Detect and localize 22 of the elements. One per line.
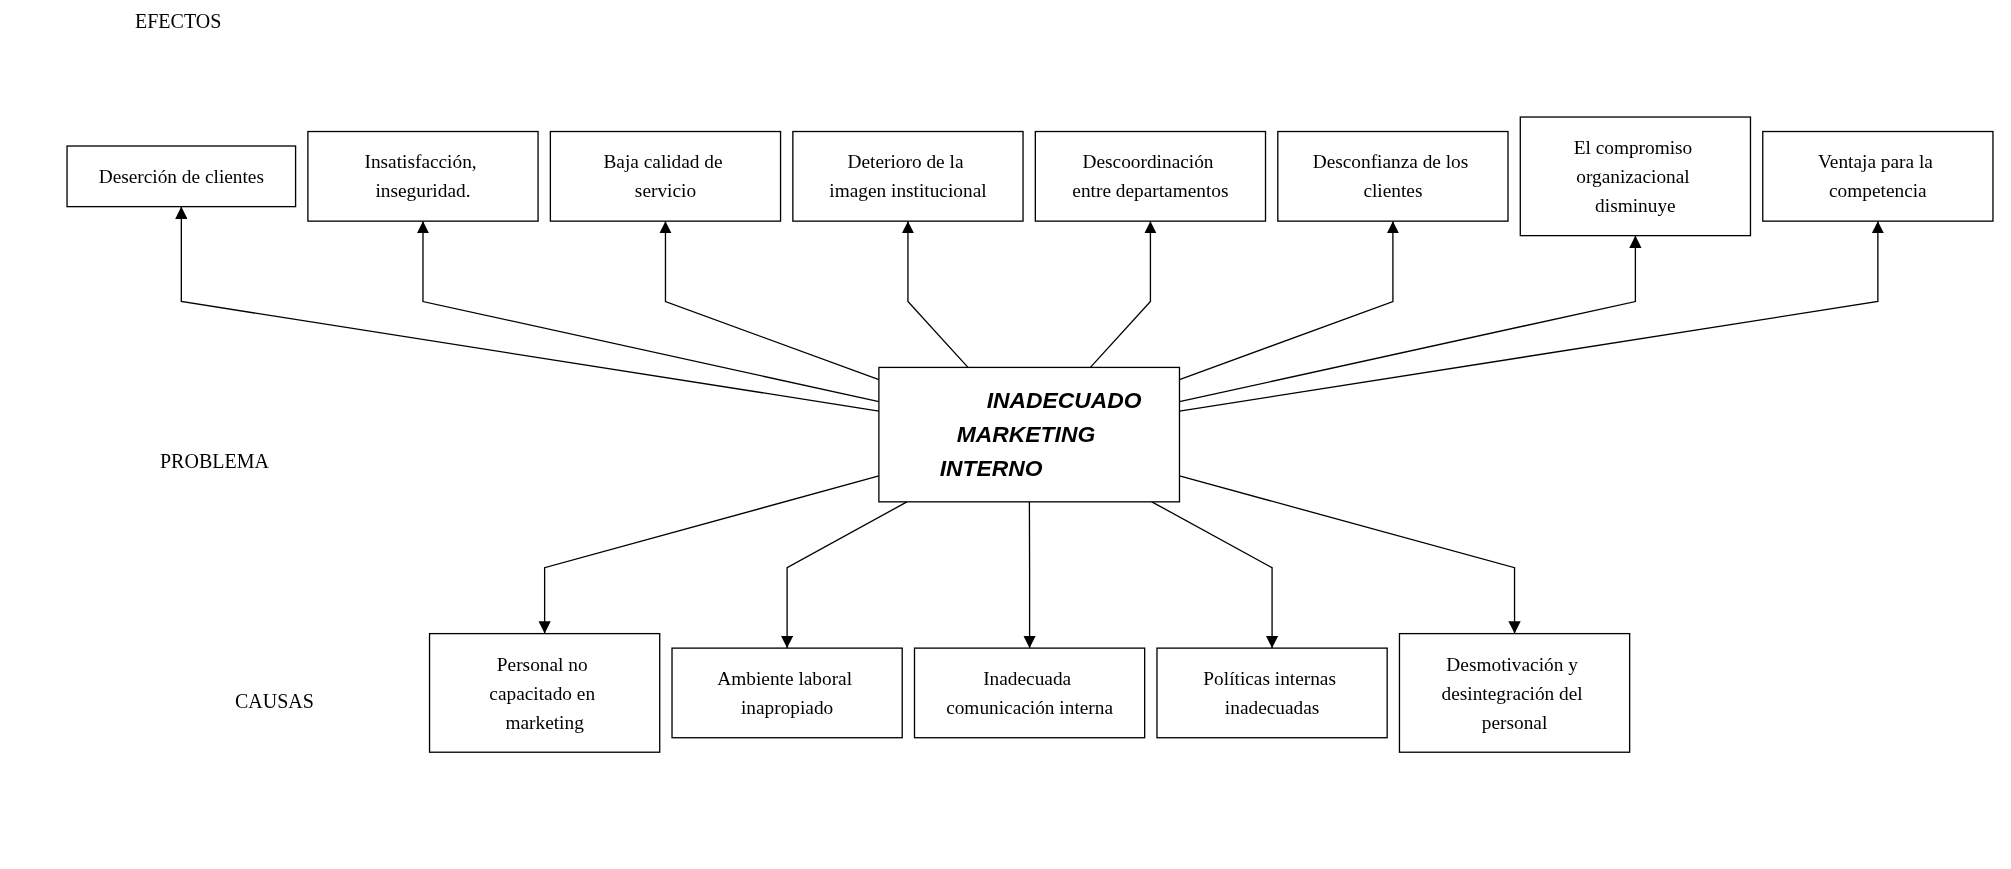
arrow bbox=[1089, 220, 1157, 369]
node-box: Deterioro de la imagen institucional bbox=[792, 131, 1024, 223]
section-label: EFECTOS bbox=[135, 10, 222, 33]
node-box: Ambiente laboral inapropiado bbox=[671, 647, 903, 739]
section-label: PROBLEMA bbox=[160, 450, 269, 473]
node-box: Desconfianza de los clientes bbox=[1277, 131, 1509, 223]
node-box: El compromiso organizacional disminuye bbox=[1519, 116, 1752, 237]
arrow bbox=[1151, 501, 1279, 650]
arrow bbox=[1023, 501, 1036, 650]
arrow bbox=[901, 220, 969, 369]
section-label: CAUSAS bbox=[235, 690, 314, 713]
node-box: Deserción de clientes bbox=[66, 145, 297, 208]
node-box: Inadecuada comunicación interna bbox=[913, 647, 1146, 739]
node-box: Baja calidad de servicio bbox=[549, 131, 782, 223]
node-box: Insatisfacción, inseguridad. bbox=[307, 131, 539, 223]
node-box: Ventaja para la competencia bbox=[1762, 131, 1994, 223]
node-box: Descoordinación entre departamentos bbox=[1034, 131, 1267, 223]
node-box: INADECUADO MARKETING INTERNO bbox=[878, 367, 1181, 503]
arrow bbox=[780, 501, 908, 650]
node-box: Personal no capacitado en marketing bbox=[428, 633, 661, 754]
node-box: Políticas internas inadecuadas bbox=[1156, 647, 1388, 739]
node-box: Desmotivación y desintegración del personal bbox=[1398, 633, 1631, 754]
